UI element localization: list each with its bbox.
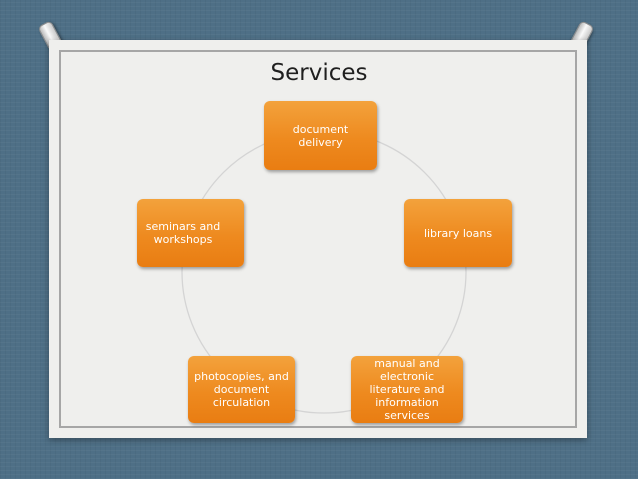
slide-title: Services [270,60,368,86]
node-label: manual and electronic literature and inf… [369,357,445,422]
node-label: library loans [423,226,493,240]
cycle-node-photocopies: photocopies, and document circulation [188,356,295,423]
cycle-node-document-delivery: document delivery [264,101,377,170]
cycle-node-library-loans: library loans [404,199,512,267]
node-label: seminars and workshops [145,220,221,246]
cycle-node-information-services: manual and electronic literature and inf… [351,356,463,423]
node-label: document delivery [292,122,349,149]
node-label: photocopies, and document circulation [194,370,289,409]
cycle-node-seminars: seminars and workshops [137,199,244,267]
